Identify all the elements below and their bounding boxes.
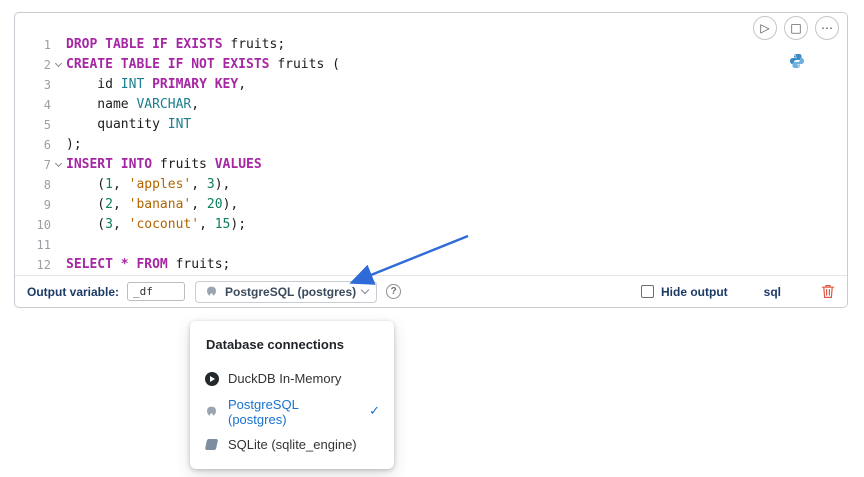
- line-number: 3: [43, 78, 51, 92]
- fold-spacer: [51, 215, 66, 235]
- line-number: 1: [43, 38, 51, 52]
- line-number: 8: [43, 178, 51, 192]
- menu-item-duckdb[interactable]: DuckDB In-Memory: [190, 362, 394, 395]
- run-cell-button[interactable]: ▷: [753, 16, 777, 40]
- play-icon: ▷: [760, 21, 770, 35]
- line-number: 12: [36, 258, 51, 272]
- code-line[interactable]: 10 (3, 'coconut', 15);: [15, 215, 847, 235]
- output-variable-label: Output variable:: [27, 284, 120, 299]
- line-number: 4: [43, 98, 51, 112]
- menu-item-label: PostgreSQL (postgres): [228, 396, 299, 427]
- fold-spacer: [51, 75, 66, 95]
- output-variable-input[interactable]: [127, 282, 186, 301]
- hide-output-label: Hide output: [661, 284, 728, 299]
- menu-item-label: SQLite (sqlite_engine): [228, 437, 357, 452]
- code-line[interactable]: 8 (1, 'apples', 3),: [15, 175, 847, 195]
- sqlite-icon: [204, 439, 219, 450]
- line-number: 6: [43, 138, 51, 152]
- fold-spacer: [51, 135, 66, 155]
- help-icon[interactable]: ?: [386, 284, 402, 299]
- python-icon: [789, 53, 805, 69]
- connection-dropdown-button[interactable]: PostgreSQL (postgres): [195, 280, 378, 303]
- language-label[interactable]: sql: [763, 284, 781, 299]
- menu-item-label: DuckDB In-Memory: [228, 371, 342, 386]
- duckdb-icon: [204, 371, 219, 386]
- fold-spacer: [51, 195, 66, 215]
- fold-chevron-icon[interactable]: [51, 55, 66, 75]
- fold-spacer: [51, 235, 66, 255]
- connection-label: PostgreSQL (postgres): [225, 284, 357, 299]
- trash-icon[interactable]: [821, 284, 835, 299]
- fold-spacer: [51, 95, 66, 115]
- postgresql-icon: [204, 285, 219, 298]
- code-line[interactable]: 9 (2, 'banana', 20),: [15, 195, 847, 215]
- menu-title: Database connections: [206, 337, 344, 352]
- more-actions-button[interactable]: ⋯: [815, 16, 839, 40]
- fold-chevron-icon[interactable]: [51, 155, 66, 175]
- database-connections-menu: Database connections DuckDB In-Memory Po…: [190, 321, 394, 469]
- cell-footer: Output variable: PostgreSQL (postgres) ?…: [15, 275, 847, 307]
- chevron-down-icon: [360, 285, 370, 295]
- menu-item-postgresql[interactable]: PostgreSQL (postgres) ✓: [190, 395, 394, 428]
- line-number: 5: [43, 118, 51, 132]
- code-line[interactable]: 5 quantity INT: [15, 115, 847, 135]
- code-line[interactable]: 11: [15, 235, 847, 255]
- code-line[interactable]: 6);: [15, 135, 847, 155]
- fold-spacer: [51, 35, 66, 55]
- line-number: 2: [43, 58, 51, 72]
- cell-toolbar: ▷ □ ⋯: [753, 16, 839, 40]
- code-line[interactable]: 3 id INT PRIMARY KEY,: [15, 75, 847, 95]
- fold-spacer: [51, 175, 66, 195]
- code-line[interactable]: 4 name VARCHAR,: [15, 95, 847, 115]
- stop-icon: □: [790, 21, 802, 35]
- line-number: 9: [43, 198, 51, 212]
- ellipsis-icon: ⋯: [821, 21, 833, 35]
- line-number: 10: [36, 218, 51, 232]
- menu-item-sqlite[interactable]: SQLite (sqlite_engine): [190, 428, 394, 461]
- fold-spacer: [51, 115, 66, 135]
- line-number: 11: [36, 238, 51, 252]
- line-number: 7: [43, 158, 51, 172]
- hide-output-checkbox[interactable]: [641, 285, 654, 298]
- postgresql-icon: [204, 405, 219, 418]
- check-icon: ✓: [369, 404, 380, 419]
- interrupt-button[interactable]: □: [784, 16, 808, 40]
- fold-spacer: [51, 255, 66, 275]
